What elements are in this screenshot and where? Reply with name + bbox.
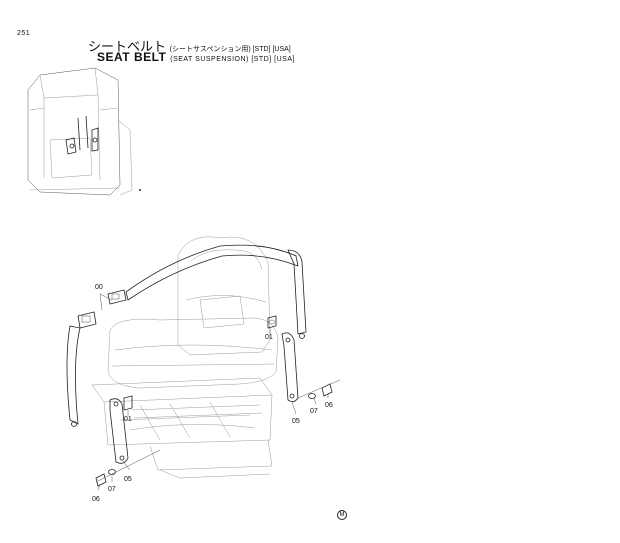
title-jp-main: シートベルト [88, 39, 167, 54]
title-japanese: シートベルト (シートサスペンション用) [STD] [USA] [88, 36, 291, 55]
callout-06-right: 06 [325, 402, 333, 409]
callout-00: 00 [95, 284, 103, 291]
callout-01-right: 01 [265, 334, 273, 341]
callout-07-right: 07 [310, 408, 318, 415]
right-fasteners [297, 379, 341, 399]
callout-05-right: 05 [292, 418, 300, 425]
title-en-main: SEAT BELT [97, 50, 167, 64]
title-jp-sub: (シートサスペンション用) [STD] [USA] [169, 46, 291, 53]
callout-07-left: 07 [108, 486, 116, 493]
shoulder-belt [125, 244, 307, 339]
left-fasteners [95, 449, 161, 487]
cab-thumbnail [27, 67, 141, 196]
title-en-sub: (SEAT SUSPENSION) [STD] [USA] [170, 56, 295, 63]
seat-assembly [91, 236, 279, 479]
page-number: 251 [17, 30, 31, 37]
callout-05-left: 05 [124, 476, 132, 483]
callout-01-left: 01 [124, 416, 132, 423]
right-anchor-strap [267, 315, 299, 402]
left-belt [66, 289, 127, 427]
left-anchor-strap [109, 395, 133, 464]
callout-06-left: 06 [92, 496, 100, 503]
leader-lines [97, 293, 329, 491]
footer-mark: M [337, 510, 347, 520]
title-english: SEAT BELT (SEAT SUSPENSION) [STD] [USA] [97, 50, 295, 64]
